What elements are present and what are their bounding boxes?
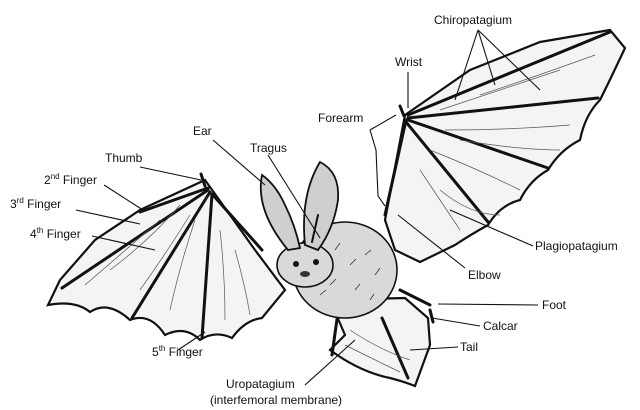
label-forearm: Forearm [318,111,363,125]
label-finger2: 2nd Finger [44,172,97,187]
label-uropatagium-sub: (interfemoral membrane) [210,393,342,407]
label-ear: Ear [193,124,212,138]
right-thumb [400,106,404,116]
leader-finger2 [104,185,143,210]
left-wing [48,174,285,340]
calcar-bone [430,310,433,322]
label-finger5: 5th Finger [152,344,203,359]
label-wrist: Wrist [395,55,423,69]
label-foot: Foot [542,298,567,312]
left-eye [293,261,299,267]
left-ear [261,175,300,250]
label-tragus: Tragus [250,141,287,155]
label-uropatagium: Uropatagium [226,377,295,391]
leader-thumb [140,167,201,180]
label-thumb: Thumb [105,151,143,165]
label-finger3: 3rd Finger [10,196,61,211]
leader-calcar [432,318,480,326]
head [277,243,333,287]
label-elbow: Elbow [468,268,501,282]
label-tail: Tail [460,340,478,354]
leader-foot [438,304,538,305]
label-chiropatagium: Chiropatagium [434,13,512,27]
nose [300,271,310,277]
label-finger4: 4th Finger [30,226,81,241]
right-eye [313,259,319,265]
label-calcar: Calcar [483,319,518,333]
label-plagiopatagium: Plagiopatagium [535,239,618,253]
